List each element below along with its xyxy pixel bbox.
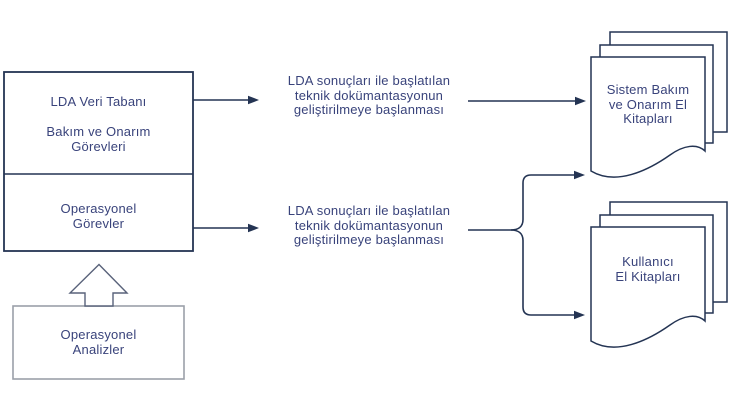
process-top-line3: geliştirilmeye başlanması — [293, 102, 445, 117]
arrowhead-brace-down-icon — [574, 310, 585, 320]
lda-box-label: LDA Veri Tabanı Bakım ve Onarım Görevler… — [4, 94, 193, 154]
arrowhead-bottom-left-icon — [248, 223, 259, 233]
process-top-line2: teknik dokümantasyonun — [294, 87, 444, 103]
operational-analyses-label: Operasyonel Analizler — [13, 327, 184, 357]
process-top-line1: LDA sonuçları ile başlatılan — [287, 73, 451, 88]
brace-branch-up — [510, 174, 574, 231]
process-bottom-line1: LDA sonuçları ile başlatılan — [287, 203, 451, 218]
lda-box-blank-line — [4, 109, 193, 124]
system-manuals-label: Sistem Bakım ve Onarım El Kitapları — [591, 82, 705, 127]
user-manuals-line2: El Kitapları — [615, 268, 681, 284]
system-manuals-line1: Sistem Bakım — [606, 82, 690, 97]
operational-tasks-line2: Görevler — [72, 216, 125, 231]
operational-analyses-line2: Analizler — [72, 342, 125, 357]
process-bottom-line2: teknik dokümantasyonun — [294, 217, 444, 233]
brace-branch-down — [510, 229, 574, 316]
lda-box-line3: Görevleri — [71, 139, 126, 154]
up-block-arrow-icon — [68, 263, 129, 307]
user-manuals-line1: Kullanıcı — [622, 254, 674, 269]
lda-tasks-box — [3, 71, 194, 252]
process-bottom-line3: geliştirilmeye başlanması — [293, 232, 445, 247]
user-manuals-label: Kullanıcı El Kitapları — [591, 254, 705, 284]
system-manuals-document-icon — [590, 56, 706, 178]
operational-tasks-label: Operasyonel Görevler — [4, 201, 193, 231]
arrowhead-system-manuals-icon — [575, 96, 586, 106]
system-manuals-line2: ve Onarım El — [608, 96, 688, 112]
operational-analyses-line1: Operasyonel — [60, 327, 137, 342]
operational-tasks-line1: Operasyonel — [60, 201, 137, 216]
lda-box-line1: LDA Veri Tabanı — [50, 94, 147, 109]
lda-box-line2: Bakım ve Onarım — [46, 124, 151, 139]
user-manuals-document-icon — [590, 226, 706, 348]
process-label-bottom: LDA sonuçları ile başlatılan teknik dokü… — [277, 203, 461, 248]
arrowhead-top-left-icon — [248, 95, 259, 105]
process-label-top: LDA sonuçları ile başlatılan teknik dokü… — [277, 73, 461, 118]
system-manuals-line3: Kitapları — [623, 111, 673, 126]
arrowhead-brace-up-icon — [574, 170, 585, 180]
